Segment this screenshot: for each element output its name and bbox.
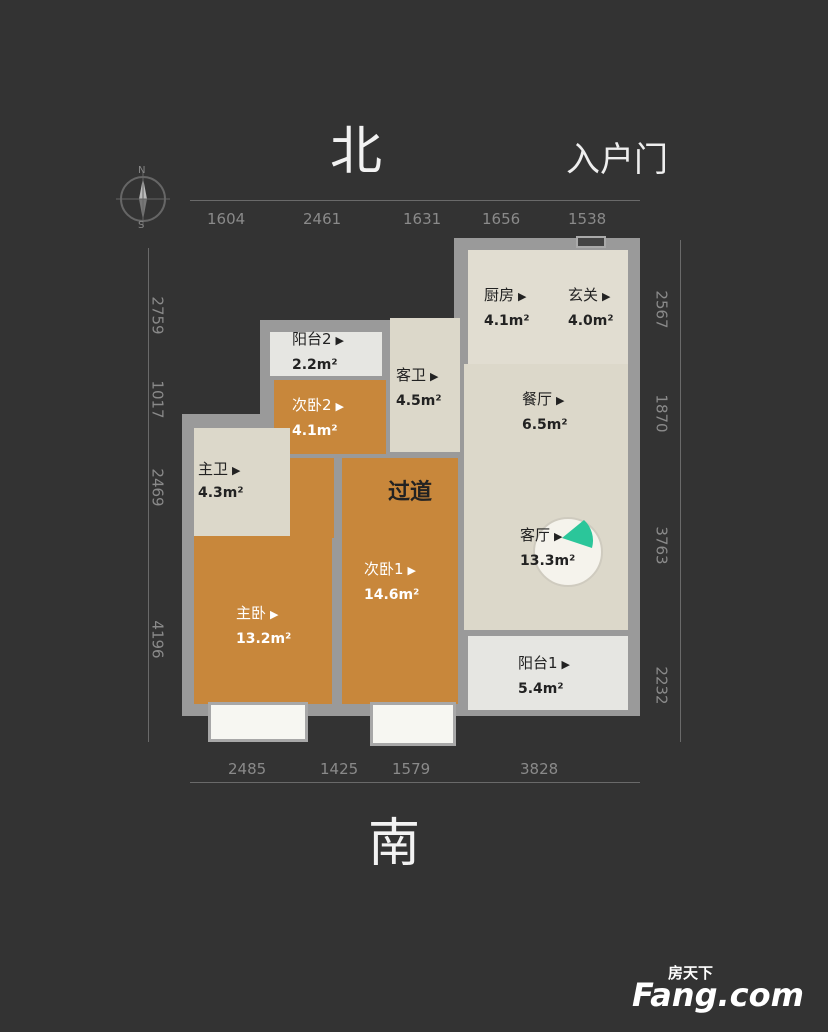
room-bedroom2[interactable]: 次卧2▶ 4.1m² <box>274 380 386 454</box>
room-master-bedroom-strip <box>290 458 334 538</box>
room-master-bath[interactable]: 主卫▶ 4.3m² <box>194 428 290 536</box>
room-balcony1-name: 阳台1▶ <box>518 654 571 672</box>
dim-left-4: 4196 <box>148 620 167 659</box>
dim-bottom-1: 2485 <box>228 760 267 778</box>
left-dimension-line <box>148 248 149 742</box>
room-master-bedroom-area: 13.2m² <box>236 631 292 647</box>
bottom-dimension-line <box>190 782 640 783</box>
dim-top-1: 1604 <box>207 210 246 228</box>
dim-left-1: 2759 <box>148 296 167 335</box>
room-dining-living <box>464 364 628 630</box>
room-guest-bath-name: 客卫▶ <box>396 366 439 384</box>
compass-north-letter: N <box>138 165 146 176</box>
master-bay-window <box>208 702 308 742</box>
room-living-name[interactable]: 客厅▶ <box>520 526 563 544</box>
room-bedroom1-area: 14.6m² <box>364 587 420 603</box>
room-master-bedroom[interactable]: 主卧▶ 13.2m² <box>194 536 332 704</box>
room-bedroom2-area: 4.1m² <box>292 423 338 439</box>
compass-south-letter: S <box>138 220 145 231</box>
viewpoint-icon <box>533 517 603 587</box>
room-kitchen[interactable]: 厨房▶ 4.1m² <box>468 250 552 364</box>
entrance-label: 入户门 <box>566 140 668 180</box>
room-foyer[interactable]: 玄关▶ 4.0m² <box>552 250 628 364</box>
room-master-bath-area: 4.3m² <box>198 485 244 501</box>
dim-bottom-4: 3828 <box>520 760 559 778</box>
dim-top-5: 1538 <box>568 210 607 228</box>
room-kitchen-name: 厨房▶ <box>484 286 527 304</box>
dim-bottom-2: 1425 <box>320 760 359 778</box>
dim-top-2: 2461 <box>303 210 342 228</box>
dim-left-3: 2469 <box>148 468 167 507</box>
room-balcony2-area: 2.2m² <box>292 357 338 373</box>
south-label: 南 <box>368 814 421 874</box>
dim-right-2: 1870 <box>652 394 671 433</box>
logo-top-text: 房天下 <box>668 964 714 982</box>
dim-right-3: 3763 <box>652 526 671 565</box>
dim-bottom-3: 1579 <box>392 760 431 778</box>
room-kitchen-area: 4.1m² <box>484 313 530 329</box>
room-corridor[interactable]: 过道 <box>342 458 458 538</box>
dim-left-2: 1017 <box>148 380 167 419</box>
room-dining-area: 6.5m² <box>522 417 568 433</box>
room-guest-bath-area: 4.5m² <box>396 393 442 409</box>
room-balcony2-name: 阳台2▶ <box>292 330 345 348</box>
logo-main-text: Fang.com <box>632 976 804 1014</box>
compass-icon <box>116 172 170 226</box>
dim-top-3: 1631 <box>403 210 442 228</box>
room-dining-name[interactable]: 餐厅▶ <box>522 390 565 408</box>
room-guest-bath[interactable]: 客卫▶ 4.5m² <box>390 318 460 452</box>
room-bedroom1[interactable]: 次卧1▶ 14.6m² <box>342 536 458 704</box>
dim-right-1: 2567 <box>652 290 671 329</box>
floor-plan: 厨房▶ 4.1m² 玄关▶ 4.0m² 阳台2▶ 2.2m² 客卫▶ 4.5m²… <box>182 236 642 748</box>
dim-right-4: 2232 <box>652 666 671 705</box>
room-master-bedroom-name: 主卧▶ <box>236 604 279 622</box>
room-bedroom1-name: 次卧1▶ <box>364 560 417 578</box>
room-corridor-name: 过道 <box>388 480 433 505</box>
entrance-door[interactable] <box>576 236 606 248</box>
north-label: 北 <box>330 122 383 182</box>
right-dimension-line <box>680 240 681 742</box>
room-master-bath-name: 主卫▶ <box>198 460 241 478</box>
room-living-area: 13.3m² <box>520 553 576 569</box>
room-balcony1-area: 5.4m² <box>518 681 564 697</box>
room-balcony1[interactable]: 阳台1▶ 5.4m² <box>468 636 628 710</box>
top-dimension-line <box>190 200 640 201</box>
dim-top-4: 1656 <box>482 210 521 228</box>
room-balcony2[interactable]: 阳台2▶ 2.2m² <box>270 332 382 376</box>
room-bedroom2-name: 次卧2▶ <box>292 396 345 414</box>
room-foyer-area: 4.0m² <box>568 313 614 329</box>
bedroom1-bay-window <box>370 702 456 746</box>
room-foyer-name: 玄关▶ <box>568 286 611 304</box>
